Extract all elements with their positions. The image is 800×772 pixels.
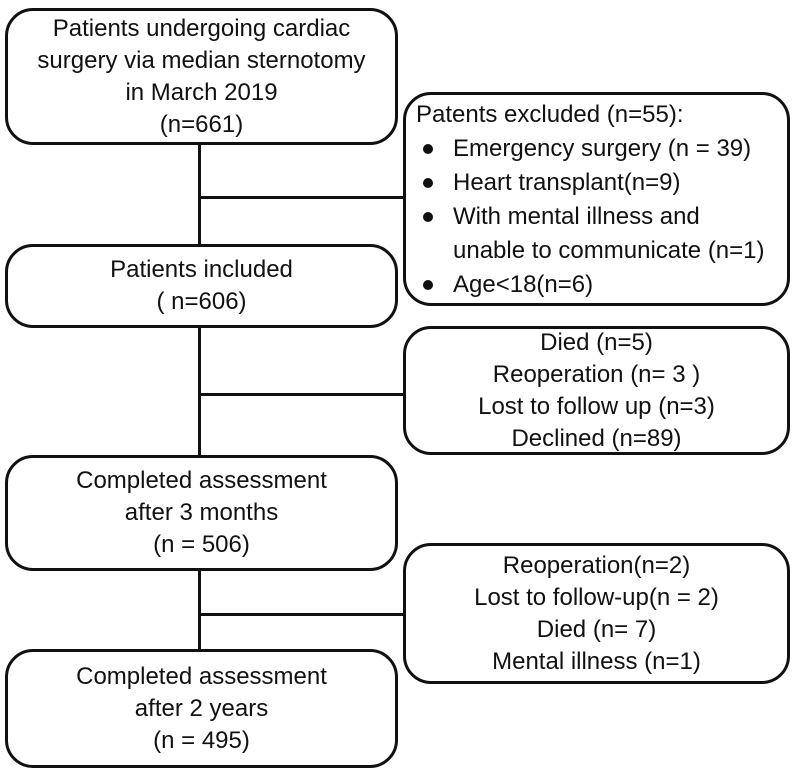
assessment-line: after 3 months xyxy=(124,499,279,526)
dropout-reason: Lost to follow up (n=3) xyxy=(478,392,715,420)
dropout-reason: Died (n=5) xyxy=(540,328,653,356)
excluded-reason: Heart transplant(n=9) xyxy=(453,169,681,196)
excluded-title: Patents excluded (n=55): xyxy=(416,101,684,128)
list-item: Heart transplant(n=9) xyxy=(414,166,781,200)
dropout-reason: Reoperation (n= 3 ) xyxy=(492,360,701,388)
eligible-line: Patients undergoing cardiac xyxy=(52,14,351,42)
box-dropout-2-years: Reoperation(n=2) Lost to follow-up(n = 2… xyxy=(403,543,790,684)
connector-included-to-3-months xyxy=(198,326,201,457)
bullet-icon xyxy=(414,166,453,188)
excluded-reason: Age<18(n=6) xyxy=(453,271,594,298)
excluded-reason: With mental illness and unable to commun… xyxy=(453,203,765,264)
bullet-icon xyxy=(414,268,453,290)
dropout-reason: Died (n= 7) xyxy=(536,615,657,643)
connector-branch-dropout-2-years xyxy=(198,613,406,616)
eligible-line: surgery via median sternotomy xyxy=(37,46,366,74)
list-item: Age<18(n=6) xyxy=(414,268,781,302)
excluded-reason-list: Emergency surgery (n = 39) Heart transpl… xyxy=(414,132,781,302)
assessment-line: Completed assessment xyxy=(76,467,327,494)
bullet-icon xyxy=(414,200,453,222)
box-assessment-2-years: Completed assessment after 2 years (n = … xyxy=(5,649,398,768)
connector-3-months-to-2-years xyxy=(198,568,201,651)
assessment-line: Completed assessment xyxy=(76,662,327,690)
dropout-reason: Lost to follow-up(n = 2) xyxy=(474,583,719,611)
box-eligible-patients: Patients undergoing cardiac surgery via … xyxy=(5,8,398,145)
excluded-reason: Emergency surgery (n = 39) xyxy=(453,135,752,162)
list-item: With mental illness and unable to commun… xyxy=(414,200,781,268)
included-count: ( n=606) xyxy=(156,288,247,315)
dropout-reason: Mental illness (n=1) xyxy=(492,647,701,675)
assessment-count: (n = 495) xyxy=(153,726,250,754)
bullet-icon xyxy=(414,132,453,154)
box-included-patients: Patients included ( n=606) xyxy=(5,244,398,328)
included-line: Patients included xyxy=(110,256,293,283)
eligible-line: in March 2019 xyxy=(125,78,278,106)
eligible-count: (n=661) xyxy=(159,110,244,138)
assessment-line: after 2 years xyxy=(134,694,269,722)
connector-branch-excluded xyxy=(198,196,406,199)
dropout-reason: Declined (n=89) xyxy=(511,424,682,452)
connector-eligible-to-included xyxy=(198,144,201,246)
box-dropout-3-months: Died (n=5) Reoperation (n= 3 ) Lost to f… xyxy=(403,326,790,455)
dropout-reason: Reoperation(n=2) xyxy=(502,551,691,579)
box-assessment-3-months: Completed assessment after 3 months (n =… xyxy=(5,455,398,571)
connector-branch-dropout-3-months xyxy=(198,393,406,396)
box-excluded-patients: Patents excluded (n=55): Emergency surge… xyxy=(403,92,790,306)
assessment-count: (n = 506) xyxy=(153,531,250,558)
list-item: Emergency surgery (n = 39) xyxy=(414,132,781,166)
